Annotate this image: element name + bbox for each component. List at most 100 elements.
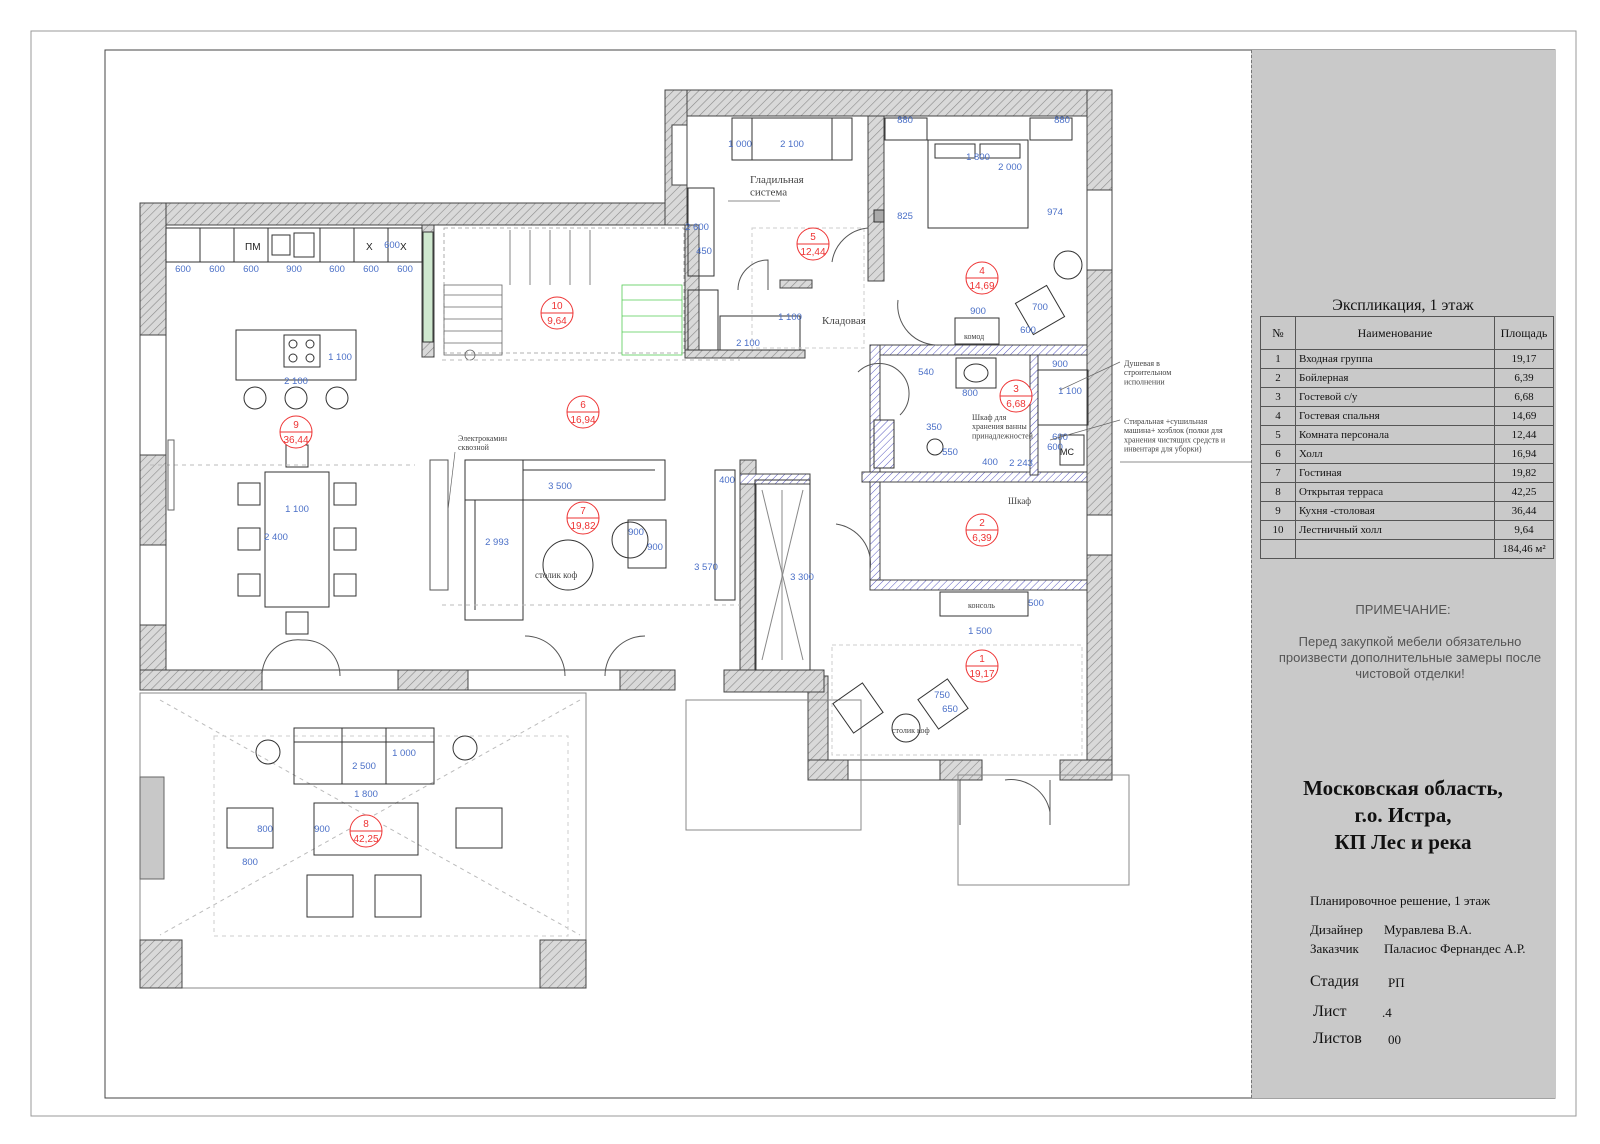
project-address: Московская область, г.о. Истра, КП Лес и… bbox=[1251, 775, 1555, 856]
label-closet: Шкаф bbox=[1008, 496, 1031, 506]
explication-total-value: 184,46 м² bbox=[1494, 539, 1554, 559]
room-marker-7: 719,82 bbox=[566, 501, 600, 535]
room-marker-6: 616,94 bbox=[566, 395, 600, 429]
dim-bed-2: 880 bbox=[1054, 115, 1070, 126]
guest-bedroom-furniture bbox=[873, 117, 1083, 346]
svg-text:36,44: 36,44 bbox=[283, 435, 308, 446]
explication-cell-name: Открытая терраса bbox=[1295, 482, 1495, 502]
dim-bed-1: 880 bbox=[897, 115, 913, 126]
svg-text:6: 6 bbox=[580, 400, 586, 411]
explication-cell-name: Входная группа bbox=[1295, 349, 1495, 369]
dim-bath-i: 2 243 bbox=[1009, 458, 1033, 469]
explication-header-row: № Наименование Площадь bbox=[1260, 316, 1554, 350]
dim-bath-b: 800 bbox=[962, 388, 978, 399]
svg-text:4: 4 bbox=[979, 266, 985, 277]
explication-cell-area: 6,39 bbox=[1494, 368, 1554, 388]
explication-cell-area: 12,44 bbox=[1494, 425, 1554, 445]
svg-text:16,94: 16,94 bbox=[570, 415, 595, 426]
svg-text:9,64: 9,64 bbox=[547, 316, 567, 327]
dim-bath-c: 350 bbox=[926, 422, 942, 433]
designer-label: Дизайнер bbox=[1310, 922, 1363, 937]
explication-cell-no: 9 bbox=[1260, 501, 1296, 521]
explication-cell-name: Гостиная bbox=[1295, 463, 1495, 483]
room-marker-10: 109,64 bbox=[540, 296, 574, 330]
explication-cell-name: Гостевой с/у bbox=[1295, 387, 1495, 407]
dim-kitchen-7: 600 bbox=[397, 264, 413, 275]
dim-bath-d: 550 bbox=[942, 447, 958, 458]
explication-cell-no: 5 bbox=[1260, 425, 1296, 445]
dim-terrace-table-height: 900 bbox=[314, 824, 330, 835]
sheet-value: .4 bbox=[1382, 1005, 1392, 1020]
explication-total-empty bbox=[1295, 539, 1495, 559]
stage-label: Стадия bbox=[1310, 973, 1359, 990]
room-marker-5: 512,44 bbox=[796, 227, 830, 261]
dim-chair-bedroom: 700 bbox=[1032, 302, 1048, 313]
svg-text:10: 10 bbox=[551, 301, 563, 312]
svg-text:7: 7 bbox=[580, 506, 586, 517]
note-text: Перед закупкой мебели обязательно произв… bbox=[1278, 634, 1542, 681]
dim-terrace-sofa-width: 2 500 bbox=[352, 761, 376, 772]
label-dishwasher: ПМ bbox=[245, 242, 261, 253]
dim-armchair-height: 800 bbox=[257, 824, 273, 835]
svg-text:1: 1 bbox=[979, 654, 985, 665]
dim-bed-width: 1 800 bbox=[966, 152, 990, 163]
room-marker-3: 36,68 bbox=[999, 379, 1033, 413]
svg-text:5: 5 bbox=[810, 232, 816, 243]
label-coffee-table: столик коф bbox=[535, 570, 578, 580]
room-marker-1: 119,17 bbox=[965, 649, 999, 683]
svg-text:42,25: 42,25 bbox=[353, 834, 378, 845]
explication-cell-name: Холл bbox=[1295, 444, 1495, 464]
svg-text:6,68: 6,68 bbox=[1006, 399, 1026, 410]
dim-terrace-sofa-height: 1 000 bbox=[392, 748, 416, 759]
dim-kitchen-4: 900 bbox=[286, 264, 302, 275]
label-console: консоль bbox=[968, 601, 995, 610]
explication-cell-area: 16,94 bbox=[1494, 444, 1554, 464]
explication-cell-area: 36,44 bbox=[1494, 501, 1554, 521]
label-coffee-table-entry: столик коф bbox=[892, 726, 930, 735]
stage-value: РП bbox=[1388, 975, 1405, 990]
terrace-outline bbox=[139, 692, 1130, 989]
dim-tv-width: 400 bbox=[719, 475, 735, 486]
dim-entry-width: 1 500 bbox=[968, 626, 992, 637]
explication-total-row: 184,46 м² bbox=[1260, 539, 1554, 559]
dim-bed-4: 974 bbox=[1047, 207, 1063, 218]
explication-cell-area: 9,64 bbox=[1494, 520, 1554, 540]
label-pantry: Кладовая bbox=[822, 315, 866, 327]
label-washing-machine: МС bbox=[1060, 447, 1074, 457]
header-number: № bbox=[1260, 316, 1296, 350]
dim-bed-height: 2 000 bbox=[998, 162, 1022, 173]
explication-total-empty bbox=[1260, 539, 1296, 559]
dim-table-height: 2 400 bbox=[264, 532, 288, 543]
svg-text:14,69: 14,69 bbox=[969, 281, 994, 292]
dim-armchair-width: 800 bbox=[242, 857, 258, 868]
dim-living-sofa-height: 2 993 bbox=[485, 537, 509, 548]
room-marker-4: 414,69 bbox=[965, 261, 999, 295]
svg-text:19,17: 19,17 bbox=[969, 669, 994, 680]
explication-cell-no: 3 bbox=[1260, 387, 1296, 407]
svg-text:8: 8 bbox=[363, 819, 369, 830]
dim-dresser-width: 900 bbox=[970, 306, 986, 317]
sheets-value: 00 bbox=[1388, 1032, 1401, 1047]
explication-cell-no: 7 bbox=[1260, 463, 1296, 483]
dim-staff-b: 1 100 bbox=[778, 312, 802, 323]
explication-cell-no: 2 bbox=[1260, 368, 1296, 388]
dim-staff-sofa-height: 1 000 bbox=[728, 139, 752, 150]
dim-kitchen-8: 600 bbox=[384, 240, 400, 251]
dim-bath-e: 900 bbox=[1052, 359, 1068, 370]
explication-cell-area: 42,25 bbox=[1494, 482, 1554, 502]
terrace-furniture bbox=[226, 727, 503, 918]
dim-bath-a: 540 bbox=[918, 367, 934, 378]
address-line-2: г.о. Истра, bbox=[1354, 803, 1452, 827]
dim-kitchen-1: 600 bbox=[175, 264, 191, 275]
explication-cell-name: Лестничный холл bbox=[1295, 520, 1495, 540]
staff-room-furniture bbox=[687, 117, 869, 351]
